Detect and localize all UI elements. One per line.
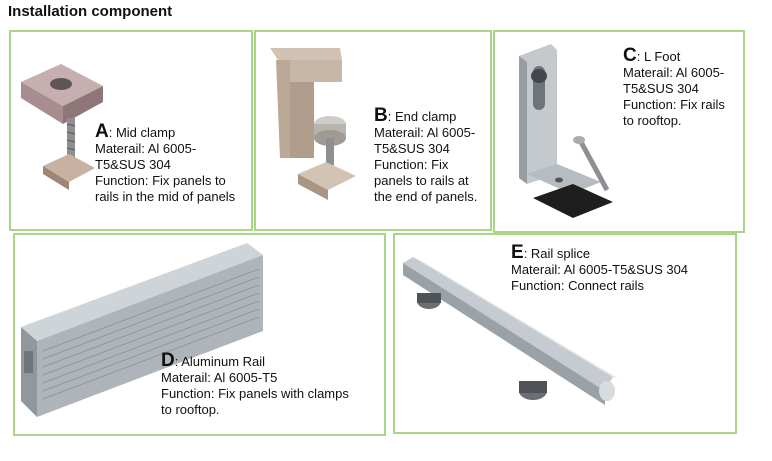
component-function: Function: Fix rails to rooftop. <box>623 97 725 128</box>
l-foot-image <box>519 44 613 218</box>
rail-splice-image <box>403 257 619 405</box>
component-card-end-clamp: B: End clamp Materail: Al 6005- T5&SUS 3… <box>254 30 492 231</box>
component-material: Materail: Al 6005-T5&SUS 304 <box>511 262 689 277</box>
l-foot-description: C: L Foot Materail: Al 6005- T5&SUS 304 … <box>623 45 725 129</box>
mid-clamp-description: A: Mid clamp Materail: Al 6005- T5&SUS 3… <box>95 121 236 205</box>
page-title: Installation component <box>8 3 173 20</box>
component-letter: C <box>623 45 637 66</box>
component-name: : End clamp <box>387 109 457 124</box>
component-letter: D <box>161 350 175 371</box>
component-material: Materail: Al 6005-T5 <box>161 370 278 385</box>
component-name: : Rail splice <box>523 246 591 261</box>
component-card-l-foot: C: L Foot Materail: Al 6005- T5&SUS 304 … <box>493 30 745 233</box>
component-letter: E <box>511 242 524 263</box>
aluminum-rail-description: D: Aluminum Rail Materail: Al 6005-T5 Fu… <box>161 350 349 418</box>
end-clamp-image <box>270 48 356 200</box>
end-clamp-description: B: End clamp Materail: Al 6005- T5&SUS 3… <box>374 105 478 205</box>
mid-clamp-image <box>21 64 103 190</box>
component-name: : L Foot <box>636 49 681 64</box>
component-function: Function: Fix panels to rails in the mid… <box>95 173 236 204</box>
component-letter: B <box>374 105 388 126</box>
component-material: Materail: Al 6005- T5&SUS 304 <box>623 65 725 96</box>
component-card-aluminum-rail: D: Aluminum Rail Materail: Al 6005-T5 Fu… <box>13 233 386 436</box>
component-card-mid-clamp: A: Mid clamp Materail: Al 6005- T5&SUS 3… <box>9 30 253 231</box>
component-name: : Aluminum Rail <box>174 354 266 369</box>
component-letter: A <box>95 121 109 142</box>
component-function: Function: Fix panels with clamps to roof… <box>161 386 349 417</box>
component-function: Function: Fix panels to rails at the end… <box>374 157 478 204</box>
component-material: Materail: Al 6005- T5&SUS 304 <box>95 141 197 172</box>
rail-splice-description: E: Rail splice Materail: Al 6005-T5&SUS … <box>511 242 689 294</box>
component-material: Materail: Al 6005- T5&SUS 304 <box>374 125 476 156</box>
component-name: : Mid clamp <box>108 125 176 140</box>
component-card-rail-splice: E: Rail splice Materail: Al 6005-T5&SUS … <box>393 233 737 434</box>
aluminum-rail-image <box>21 243 263 417</box>
component-function: Function: Connect rails <box>511 278 644 293</box>
